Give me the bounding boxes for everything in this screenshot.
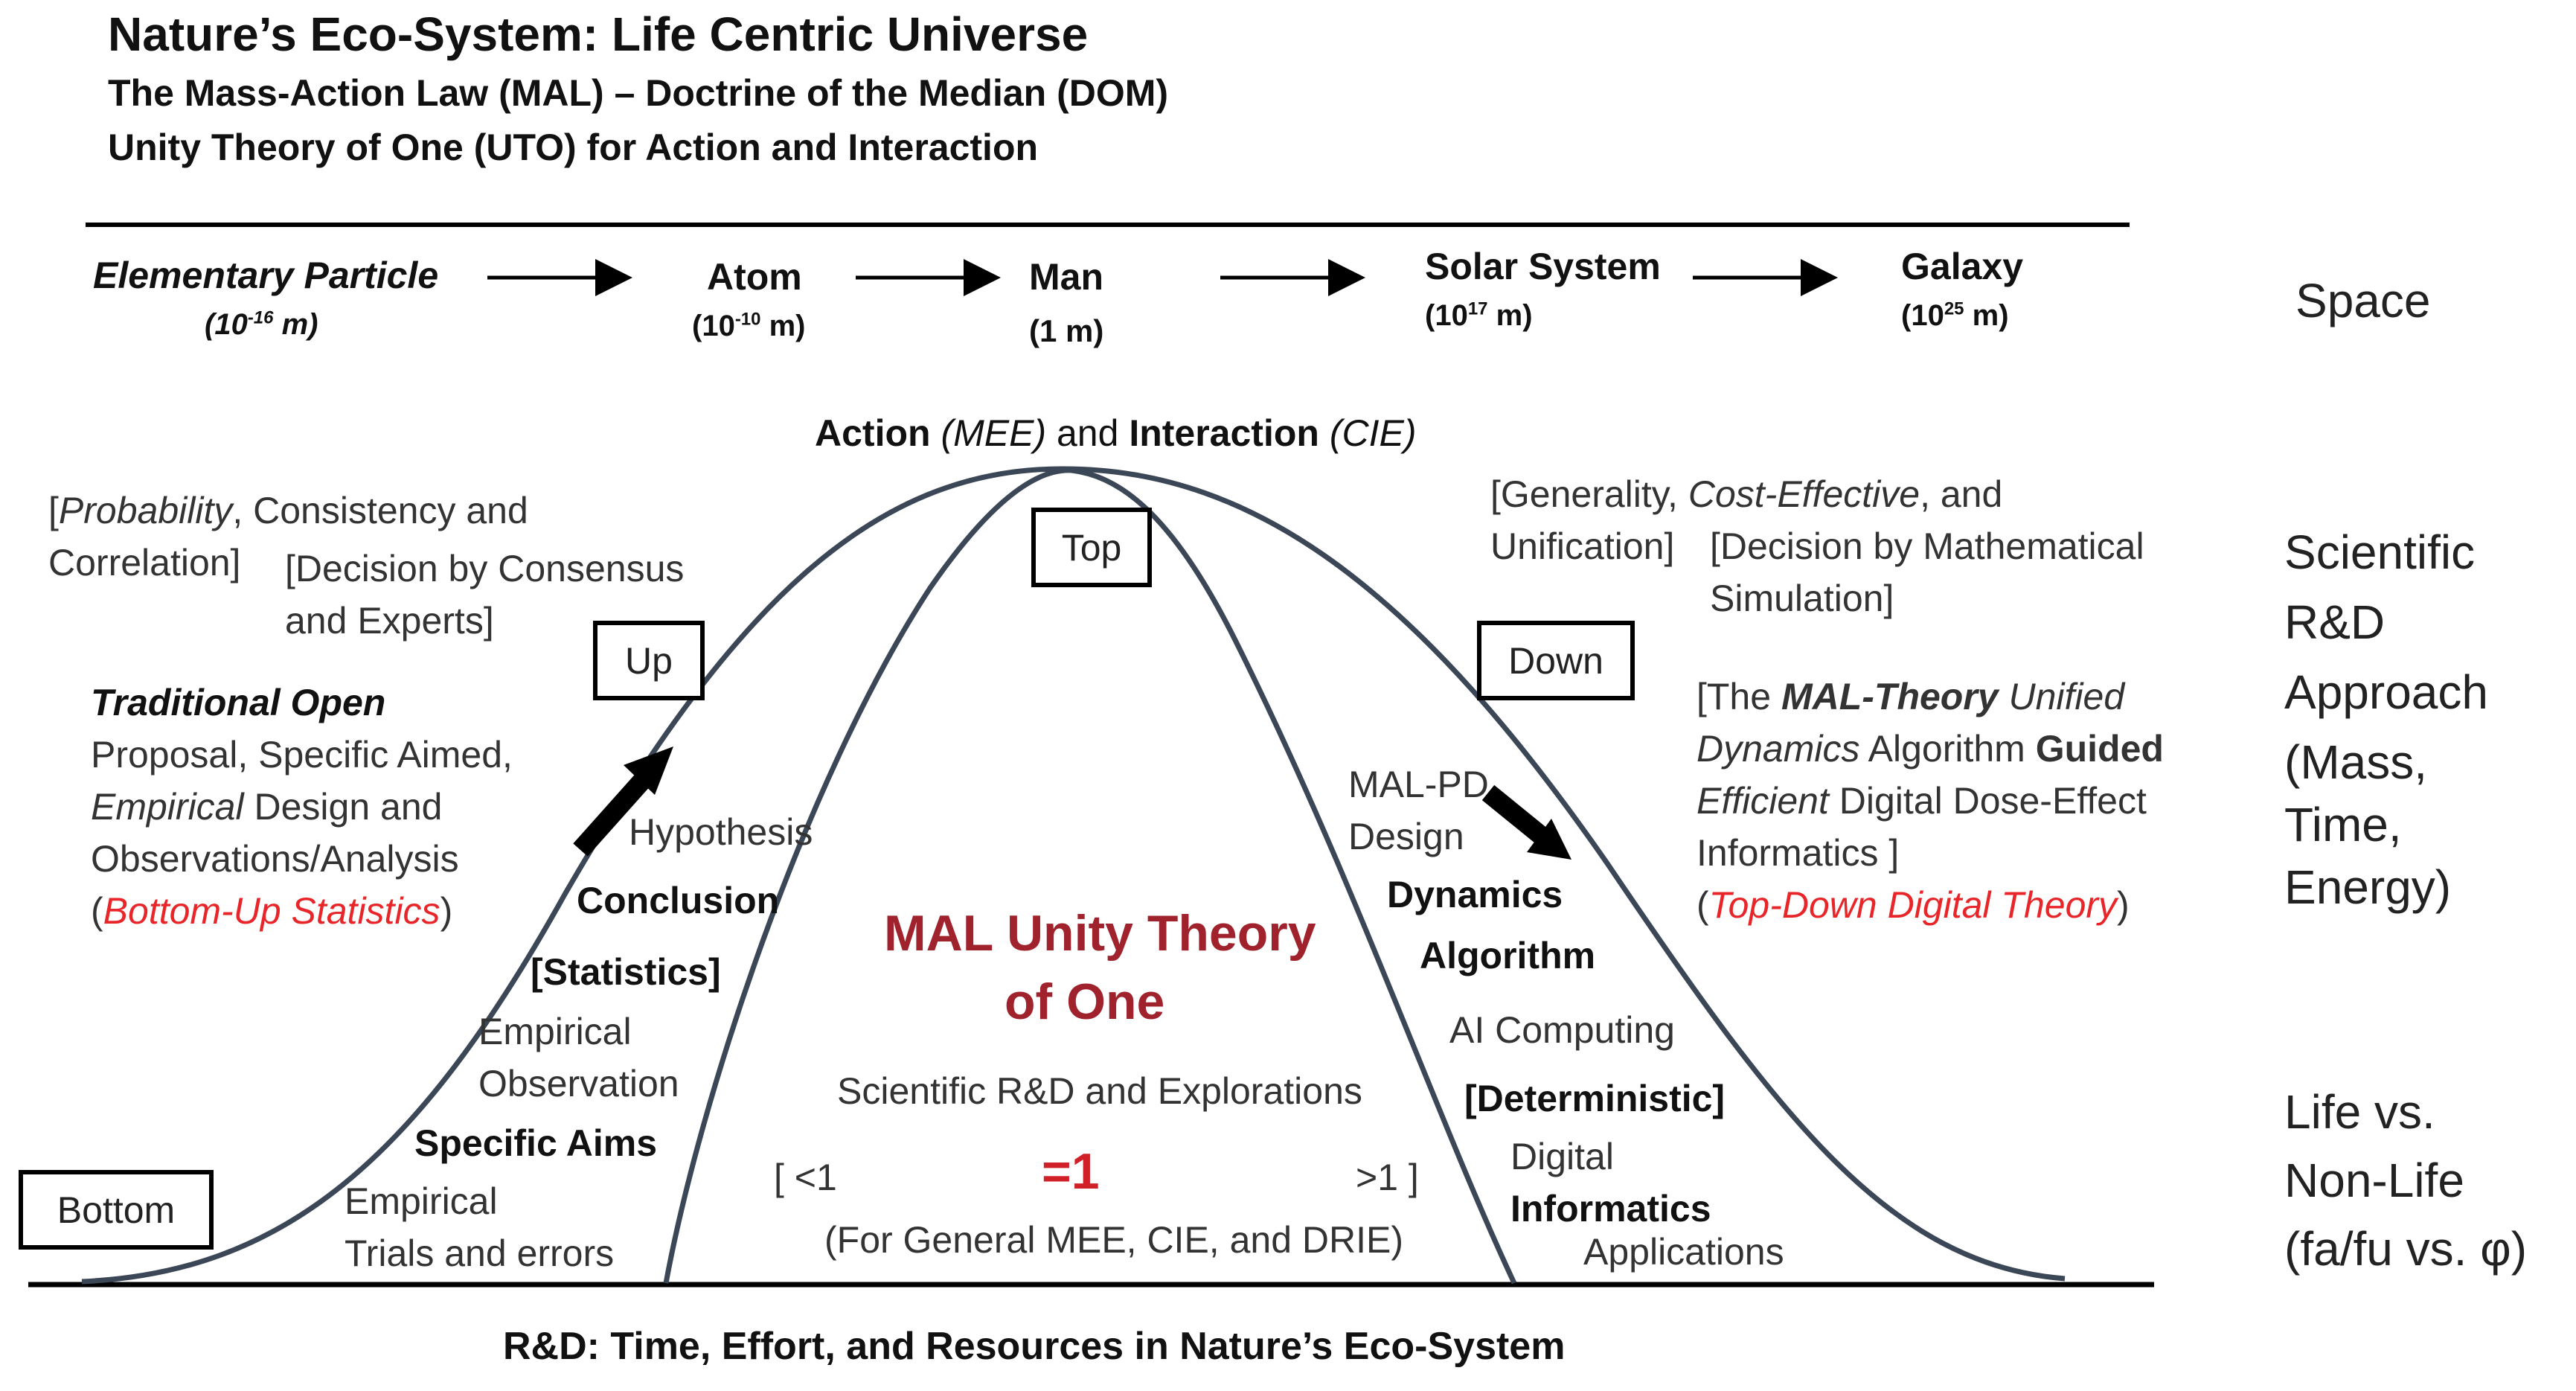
- center-equals-one: =1: [1042, 1143, 1100, 1200]
- inner-statistics: [Statistics]: [531, 951, 721, 993]
- left-probability: [Probability, Consistency and: [48, 490, 528, 531]
- inner-dynamics: Dynamics: [1387, 874, 1563, 915]
- right-mal-theory: [The MAL-Theory Unified: [1696, 676, 2125, 717]
- right-col-life: Life vs.: [2284, 1085, 2435, 1139]
- inner-informatics: Informatics: [1510, 1188, 1711, 1229]
- scale-atom: Atom: [707, 256, 802, 298]
- scale-solar-size: (1017 m): [1425, 298, 1533, 332]
- right-dynamics-algorithm: Dynamics Algorithm Guided: [1696, 728, 2164, 770]
- left-proposal: Proposal, Specific Aimed,: [91, 734, 513, 776]
- right-col-rd: R&D: [2284, 595, 2386, 649]
- scale-man-size: (1 m): [1029, 313, 1104, 348]
- center-title-2: of One: [1005, 973, 1165, 1030]
- inner-bell-curve: [663, 467, 1517, 1285]
- left-consensus-1: [Decision by Consensus: [285, 548, 685, 589]
- center-general: (For General MEE, CIE, and DRIE): [824, 1219, 1404, 1261]
- inner-specific-aims: Specific Aims: [414, 1122, 658, 1164]
- up-box: Up: [593, 621, 705, 700]
- scale-elementary-particle: Elementary Particle: [93, 255, 439, 296]
- down-arrow: [1481, 784, 1554, 849]
- left-bottom-up: (Bottom-Up Statistics): [91, 890, 453, 932]
- right-col-scientific: Scientific: [2284, 525, 2476, 579]
- space-label: Space: [2295, 274, 2431, 327]
- down-arrowhead: [1527, 819, 1571, 860]
- footer-caption: R&D: Time, Effort, and Resources in Natu…: [503, 1325, 1566, 1368]
- inner-empirical-trials-2: Trials and errors: [345, 1232, 615, 1274]
- top-box: Top: [1031, 508, 1152, 587]
- inner-ai-computing: AI Computing: [1449, 1009, 1675, 1051]
- inner-empirical-trials-1: Empirical: [345, 1180, 498, 1222]
- scale-galaxy: Galaxy: [1901, 246, 2024, 287]
- right-col-nonlife: Non-Life: [2284, 1154, 2464, 1207]
- scale-man: Man: [1029, 256, 1103, 298]
- inner-empirical-obs-2: Observation: [478, 1063, 679, 1104]
- down-box: Down: [1477, 621, 1635, 700]
- scale-galaxy-size: (1025 m): [1901, 298, 2009, 332]
- inner-conclusion: Conclusion: [577, 880, 780, 921]
- right-informatics: Informatics ]: [1696, 832, 1900, 874]
- subtitle-mal: The Mass-Action Law (MAL) – Doctrine of …: [108, 72, 1169, 114]
- right-col-fa-fu: (fa/fu vs. φ): [2284, 1222, 2527, 1276]
- left-observations: Observations/Analysis: [91, 838, 459, 880]
- right-top-down: (Top-Down Digital Theory): [1696, 884, 2130, 926]
- right-col-mass: (Mass,: [2284, 735, 2427, 789]
- inner-design: Design: [1348, 816, 1464, 857]
- center-title-1: MAL Unity Theory: [884, 905, 1316, 962]
- inner-mal-pd: MAL-PD: [1348, 764, 1489, 805]
- left-empirical-design: Empirical Design and: [91, 786, 443, 828]
- center-scientific: Scientific R&D and Explorations: [837, 1070, 1362, 1112]
- left-traditional-open: Traditional Open: [91, 682, 386, 723]
- inner-deterministic: [Deterministic]: [1464, 1078, 1726, 1119]
- center-less-than-one: [ <1: [774, 1157, 837, 1198]
- scale-elementary-size: (10-16 m): [205, 307, 318, 341]
- scale-atom-size: (10-10 m): [692, 309, 806, 342]
- inner-algorithm: Algorithm: [1420, 935, 1596, 976]
- inner-applications: Applications: [1583, 1231, 1784, 1273]
- inner-digital: Digital: [1510, 1136, 1614, 1177]
- left-consensus-2: and Experts]: [285, 600, 494, 642]
- left-correlation: Correlation]: [48, 542, 241, 583]
- right-simulation-1: [Decision by Mathematical: [1710, 525, 2144, 567]
- scale-solar-system: Solar System: [1425, 246, 1661, 287]
- inner-hypothesis: Hypothesis: [629, 811, 813, 853]
- inner-empirical-obs-1: Empirical: [478, 1011, 632, 1052]
- bottom-box: Bottom: [19, 1170, 214, 1250]
- peak-label: Action (MEE) and Interaction (CIE): [815, 412, 1417, 454]
- right-col-energy: Energy): [2284, 860, 2452, 914]
- page-title: Nature’s Eco-System: Life Centric Univer…: [108, 7, 1089, 61]
- right-unification: Unification]: [1490, 525, 1675, 567]
- right-efficient-digital: Efficient Digital Dose-Effect: [1696, 780, 2147, 822]
- up-arrowhead: [624, 746, 673, 795]
- center-greater-than-one: >1 ]: [1356, 1157, 1419, 1198]
- right-generality: [Generality, Cost-Effective, and: [1490, 473, 2003, 515]
- right-simulation-2: Simulation]: [1710, 578, 1894, 619]
- right-col-approach: Approach: [2284, 665, 2488, 719]
- right-col-time: Time,: [2284, 798, 2402, 851]
- subtitle-uto: Unity Theory of One (UTO) for Action and…: [108, 127, 1039, 168]
